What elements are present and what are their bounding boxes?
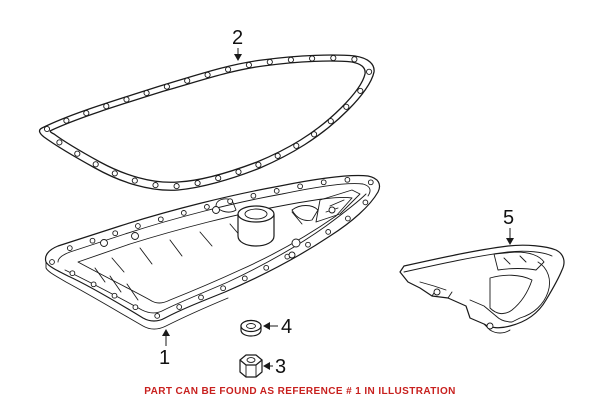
pan-bolt-hole — [250, 192, 257, 199]
pan-bolt-hole — [90, 281, 97, 288]
pan-bolt-hole — [220, 285, 226, 292]
pan-drawing — [44, 174, 381, 330]
pan-bolt-hole — [297, 183, 303, 190]
gasket-bolt-hole — [274, 152, 281, 159]
callout-4: 4 — [263, 316, 292, 338]
drain-plug-drawing — [239, 354, 263, 378]
callout-5: 5 — [503, 207, 514, 245]
gasket-bolt-hole — [255, 161, 262, 168]
gasket-bolt-hole — [366, 68, 373, 75]
pan-bolt-hole — [367, 179, 374, 186]
gasket-bolt-hole — [152, 182, 159, 189]
gasket-bolt-hole — [131, 177, 138, 184]
gasket-bolt-hole — [123, 96, 130, 103]
gasket-bolt-hole — [330, 54, 337, 62]
pan-bolt-hole — [112, 230, 119, 237]
gasket-bolt-hole — [225, 66, 232, 73]
gasket-bolt-hole — [163, 83, 170, 90]
gasket-drawing — [38, 54, 375, 191]
gasket-bolt-hole — [266, 58, 273, 66]
pan-bolt-hole — [305, 241, 311, 248]
pan-bolt-hole — [135, 223, 141, 229]
pan-bolt-hole — [111, 292, 118, 299]
callout-1-label: 1 — [159, 347, 170, 369]
gasket-bolt-hole — [287, 56, 294, 63]
gasket-bolt-hole — [343, 103, 350, 110]
callout-3: 3 — [263, 356, 286, 378]
gasket-bolt-hole — [111, 170, 118, 177]
pan-bolt-hole — [132, 304, 139, 311]
gasket-bolt-hole — [351, 56, 358, 63]
gasket-bolt-hole — [357, 87, 364, 94]
pan-bolt-hole — [241, 275, 248, 282]
pan-bolt-hole — [204, 204, 210, 210]
gasket-bolt-hole — [173, 183, 180, 190]
gasket-bolt-hole — [74, 150, 81, 157]
gasket-bolt-hole — [245, 61, 252, 69]
washer-drawing — [240, 319, 262, 337]
pan-bolt-hole — [362, 199, 369, 206]
pan-bolt-hole — [176, 304, 183, 310]
footer-note: PART CAN BE FOUND AS REFERENCE # 1 IN IL… — [144, 386, 456, 397]
callout-5-label: 5 — [503, 207, 514, 229]
pan-bolt-hole — [180, 210, 187, 216]
gasket-bolt-hole — [293, 142, 300, 149]
gasket-bolt-hole — [63, 117, 70, 124]
gasket-bolt-hole — [56, 139, 63, 146]
gasket-bolt-hole — [309, 55, 316, 62]
pan-bolt-hole — [344, 176, 351, 183]
gasket-bolt-hole — [194, 180, 201, 187]
gasket-bolt-hole — [204, 71, 211, 78]
gasket-bolt-hole — [215, 175, 222, 182]
gasket-bolt-hole — [311, 131, 318, 138]
pan-bolt-hole — [263, 264, 270, 271]
pan-bolt-hole — [345, 215, 351, 222]
pan-bolt-hole — [227, 198, 233, 205]
gasket-bolt-hole — [103, 103, 110, 110]
pan-bolt-hole — [69, 270, 76, 277]
gasket-bolt-hole — [143, 89, 150, 97]
pan-bolt-hole — [198, 294, 204, 301]
pan-bolt-hole — [325, 229, 332, 235]
callout-2-label: 2 — [232, 27, 243, 49]
callout-4-label: 4 — [281, 316, 292, 338]
pan-bolt-hole — [273, 188, 280, 194]
gasket-bolt-hole — [184, 77, 191, 84]
pan-bolt-hole — [89, 237, 96, 244]
gasket-bolt-hole — [43, 125, 51, 133]
pan-bolt-hole — [157, 216, 164, 223]
filter-drawing — [399, 244, 565, 334]
gasket-bolt-hole — [92, 161, 99, 168]
pan-bolt-hole — [320, 179, 327, 186]
pan-bolt-hole — [66, 245, 73, 251]
pan-bolt-hole — [49, 259, 55, 265]
callout-3-label: 3 — [275, 356, 286, 378]
pan-bolt-hole — [154, 313, 161, 319]
gasket-bolt-hole — [327, 118, 334, 125]
callout-2: 2 — [232, 27, 243, 61]
gasket-bolt-hole — [83, 110, 90, 117]
gasket-bolt-hole — [235, 168, 242, 175]
callout-1: 1 — [159, 329, 170, 369]
